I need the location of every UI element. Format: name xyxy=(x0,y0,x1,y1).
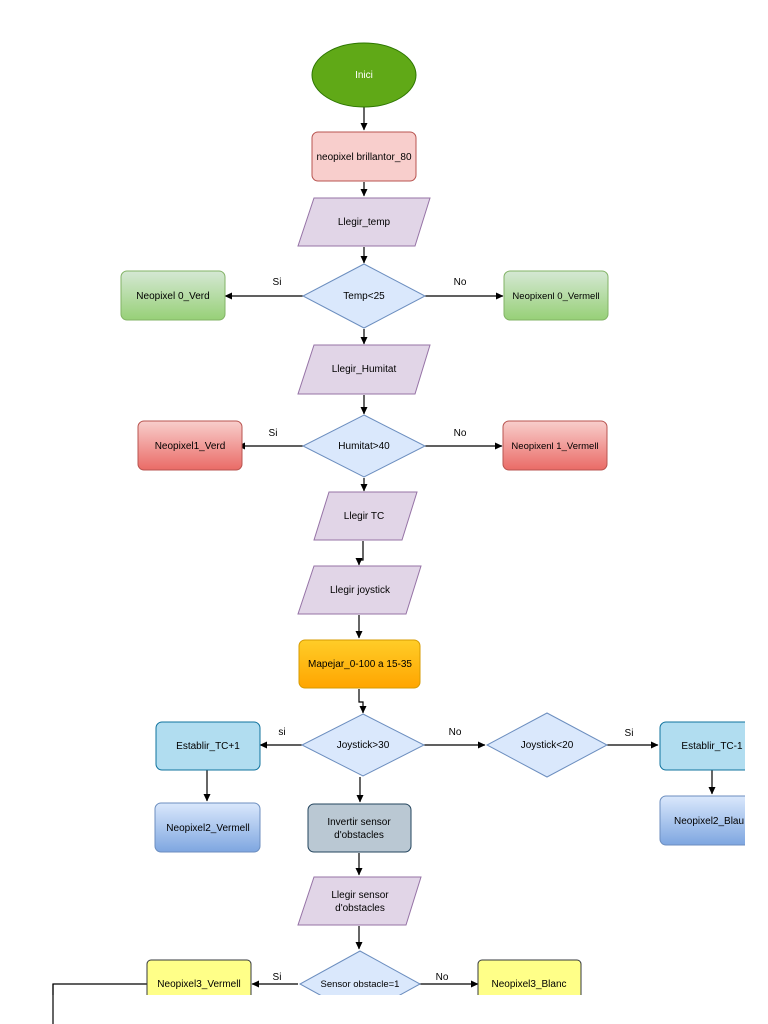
node-humidity-condition: Humitat>40 xyxy=(301,414,427,478)
edge-map-joygt xyxy=(358,689,367,714)
node-map-range: Mapejar_0-100 a 15-35 xyxy=(298,639,421,689)
node-read-sensor-line2: d'obstacles xyxy=(335,903,385,914)
node-np2-blue-label: Neopixel2_Blau xyxy=(674,816,744,827)
node-invert-sensor-line1: Invertir sensor xyxy=(327,817,391,828)
label-humidity-no: No xyxy=(454,428,467,439)
node-brightness: neopixel brillantor_80 xyxy=(311,131,417,182)
node-start-label: Inici xyxy=(355,70,373,81)
node-read-joystick: Llegir joystick xyxy=(297,565,422,615)
node-set-tc-plus: Establir_TC+1 xyxy=(155,721,261,771)
node-read-sensor-line1: Llegir sensor xyxy=(331,890,389,901)
node-map-range-label: Mapejar_0-100 a 15-35 xyxy=(308,659,412,670)
node-read-sensor: Llegir sensor d'obstacles xyxy=(297,876,422,926)
edge-labels: Si No Si No si No Si Si No xyxy=(269,277,634,983)
node-np3-red-label: Neopixel3_Vermell xyxy=(157,979,240,990)
node-temp-condition-label: Temp<25 xyxy=(343,291,385,302)
node-read-temp: Llegir_temp xyxy=(297,197,431,247)
node-np1-red: Neopixenl 1_Vermell xyxy=(502,420,608,471)
node-np2-red-label: Neopixel2_Vermell xyxy=(166,823,249,834)
node-humidity-condition-label: Humitat>40 xyxy=(338,441,390,452)
label-sensor-yes: Si xyxy=(273,972,282,983)
node-np0-red-label: Neopixenl 0_Vermell xyxy=(512,291,599,302)
node-joystick-gt-label: Joystick>30 xyxy=(337,740,390,751)
node-joystick-lt: Joystick<20 xyxy=(485,712,609,778)
node-brightness-label: neopixel brillantor_80 xyxy=(316,152,412,163)
node-np0-green: Neopixel 0_Verd xyxy=(120,270,226,321)
label-joystick-lt-yes: Si xyxy=(625,728,634,739)
node-np3-white-label: Neopixel3_Blanc xyxy=(491,979,566,990)
node-np1-green-label: Neopixel1_Verd xyxy=(155,441,226,452)
node-np1-green: Neopixel1_Verd xyxy=(137,420,243,471)
node-invert-sensor: Invertir sensor d'obstacles xyxy=(307,803,412,853)
node-read-temp-label: Llegir_temp xyxy=(338,217,391,228)
label-temp-yes: Si xyxy=(273,277,282,288)
node-set-tc-plus-label: Establir_TC+1 xyxy=(176,741,240,752)
node-np0-red: Neopixenl 0_Vermell xyxy=(503,270,609,321)
connectors xyxy=(52,107,716,1024)
edge-readtc-readjoy xyxy=(355,541,364,566)
node-joystick-lt-label: Joystick<20 xyxy=(521,740,574,751)
node-read-humidity-label: Llegir_Humitat xyxy=(332,364,397,375)
label-humidity-yes: Si xyxy=(269,428,278,439)
node-read-humidity: Llegir_Humitat xyxy=(297,344,431,395)
node-set-tc-minus-label: Establir_TC-1 xyxy=(681,741,743,752)
node-invert-sensor-line2: d'obstacles xyxy=(334,830,384,841)
node-read-joystick-label: Llegir joystick xyxy=(330,585,391,596)
label-joystick-gt-yes: si xyxy=(278,727,285,738)
node-temp-condition: Temp<25 xyxy=(301,263,427,329)
node-joystick-gt: Joystick>30 xyxy=(300,713,426,777)
node-np2-red: Neopixel2_Vermell xyxy=(154,802,261,853)
label-sensor-no: No xyxy=(436,972,449,983)
node-start: Inici xyxy=(311,42,417,108)
node-sensor-condition-label: Sensor obstacle=1 xyxy=(321,979,400,990)
node-np1-red-label: Neopixenl 1_Vermell xyxy=(511,441,598,452)
label-temp-no: No xyxy=(454,277,467,288)
bottom-edge-mask xyxy=(0,995,768,1024)
label-joystick-gt-no: No xyxy=(449,727,462,738)
node-read-tc: Llegir TC xyxy=(313,491,418,541)
right-edge-mask xyxy=(745,700,768,870)
node-np0-green-label: Neopixel 0_Verd xyxy=(136,291,209,302)
node-read-tc-label: Llegir TC xyxy=(344,511,384,522)
